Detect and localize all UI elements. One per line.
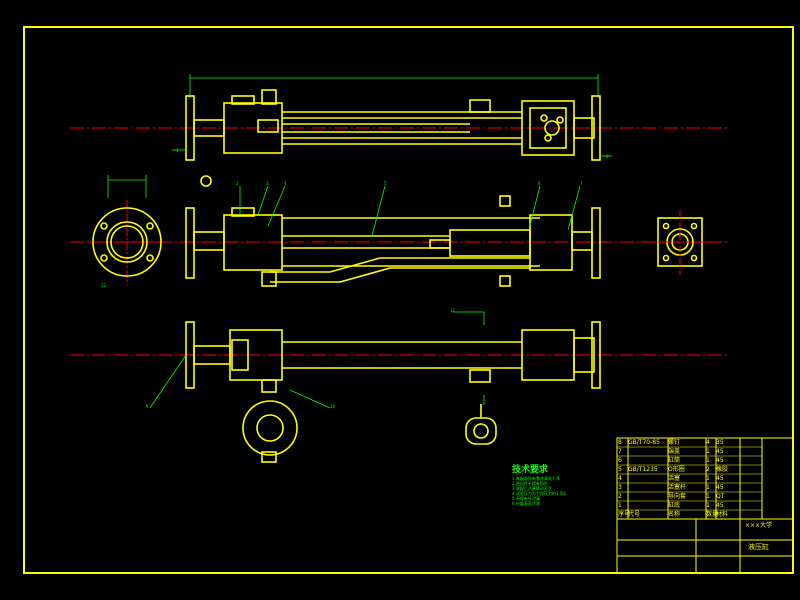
part-label: 6: [538, 181, 541, 186]
bom-cell: [628, 448, 668, 457]
bom-header: 序号 代号 名称 数量 材料: [618, 511, 762, 520]
end-view-square: [650, 210, 712, 275]
bom-row: 1 缸底 1 45: [618, 502, 762, 511]
bom-cell: 5: [618, 466, 622, 473]
title-block: [616, 437, 794, 574]
part-label: 9: [146, 404, 149, 409]
bom-table: 8 GB/T70-85 螺钉 4 35 7 端盖 1 45 6 缸筒 1 45 …: [618, 439, 762, 520]
section-view: [70, 195, 730, 287]
bom-cell: 螺钉: [668, 439, 681, 446]
tech-req-line: 6.外露表面涂漆: [512, 501, 540, 506]
part-label: 7: [580, 181, 583, 186]
bom-cell: 8: [618, 439, 622, 446]
part-label: 12: [101, 283, 107, 288]
bom-header-cell: 数量: [706, 511, 719, 518]
part-label: 5: [384, 181, 387, 186]
bom-cell: 7: [618, 448, 622, 455]
bom-cell: 4: [618, 475, 622, 482]
bom-cell: 45: [716, 448, 724, 455]
bottom-view: [70, 321, 730, 393]
bom-cell: 1: [706, 502, 710, 509]
drawing-name: 液压缸: [748, 543, 769, 551]
bom-cell: 45: [716, 475, 724, 482]
bom-cell: 导向套: [668, 493, 687, 500]
part-label: 2: [236, 181, 239, 186]
bom-cell: 橡胶: [716, 466, 729, 473]
part-label: 11: [450, 308, 456, 313]
bom-row: 7 端盖 1 45: [618, 448, 762, 457]
bom-cell: 35: [716, 439, 724, 446]
outer-frame: [23, 26, 794, 574]
part-label: 10: [330, 404, 336, 409]
bom-header-cell: 材料: [716, 511, 729, 518]
bom-cell: GB/T1235: [628, 466, 658, 473]
bom-cell: 2: [706, 466, 710, 473]
tech-req-line: 1.装配前所有零件清洗干净: [512, 476, 560, 481]
bom-cell: 缸底: [668, 502, 681, 509]
bom-cell: 45: [716, 457, 724, 464]
bom-row: 3 活塞杆 1 45: [618, 484, 762, 493]
bom-header-cell: 序号: [618, 511, 631, 518]
part-label: 4: [284, 181, 287, 186]
bom-header-cell: 代号: [628, 511, 641, 518]
bom-cell: 活塞杆: [668, 484, 687, 491]
tech-req-line: 4.试验压力为工作压力的1.5倍: [512, 491, 567, 496]
bom-row: 2 导向套 1 QT: [618, 493, 762, 502]
bom-cell: [628, 475, 668, 484]
bom-cell: 活塞: [668, 475, 681, 482]
bom-row: 5 GB/T1235 O形圈 2 橡胶: [618, 466, 762, 475]
bom-cell: [628, 493, 668, 502]
part-label: 8: [606, 154, 609, 159]
bom-cell: 端盖: [668, 448, 681, 455]
part-label: 3: [266, 181, 269, 186]
bom-cell: 4: [706, 439, 710, 446]
bom-row: 8 GB/T70-85 螺钉 4 35: [618, 439, 762, 448]
tech-req-title: 技术要求: [512, 465, 549, 475]
bom-cell: QT: [716, 493, 725, 500]
tech-req-line: 5.不得有外泄漏: [512, 496, 540, 501]
bom-cell: 45: [716, 484, 724, 491]
bom-cell: 缸筒: [668, 457, 681, 464]
tech-req-line: 3.装配后活塞移动灵活: [512, 486, 552, 491]
bom-cell: 1: [706, 493, 710, 500]
bom-cell: GB/T70-85: [628, 439, 660, 446]
bom-header-cell: 名称: [668, 511, 681, 518]
tech-req-line: 2.密封件不得有损伤: [512, 481, 548, 486]
bom-cell: [628, 484, 668, 493]
flange-front-view: [90, 175, 212, 285]
bom-cell: [628, 502, 668, 511]
lower-section-views: [242, 400, 497, 463]
tech-req-lines: 1.装配前所有零件清洗干净 2.密封件不得有损伤 3.装配后活塞移动灵活 4.试…: [512, 476, 566, 506]
bom-cell: 1: [706, 484, 710, 491]
bom-cell: O形圈: [668, 466, 685, 473]
school-name: ×××大学: [745, 522, 773, 529]
bom-row: 6 缸筒 1 45: [618, 457, 762, 466]
bom-cell: [628, 457, 668, 466]
bom-cell: 2: [618, 493, 622, 500]
bom-cell: 6: [618, 457, 622, 464]
bom-cell: 1: [706, 475, 710, 482]
bom-cell: 45: [716, 502, 724, 509]
bom-cell: 1: [706, 457, 710, 464]
bom-row: 4 活塞 1 45: [618, 475, 762, 484]
bom-cell: 1: [618, 502, 622, 509]
bom-cell: 3: [618, 484, 622, 491]
leader-lines: [149, 149, 612, 409]
top-view: [70, 74, 730, 161]
part-label: 1: [176, 148, 179, 153]
bom-cell: 1: [706, 448, 710, 455]
